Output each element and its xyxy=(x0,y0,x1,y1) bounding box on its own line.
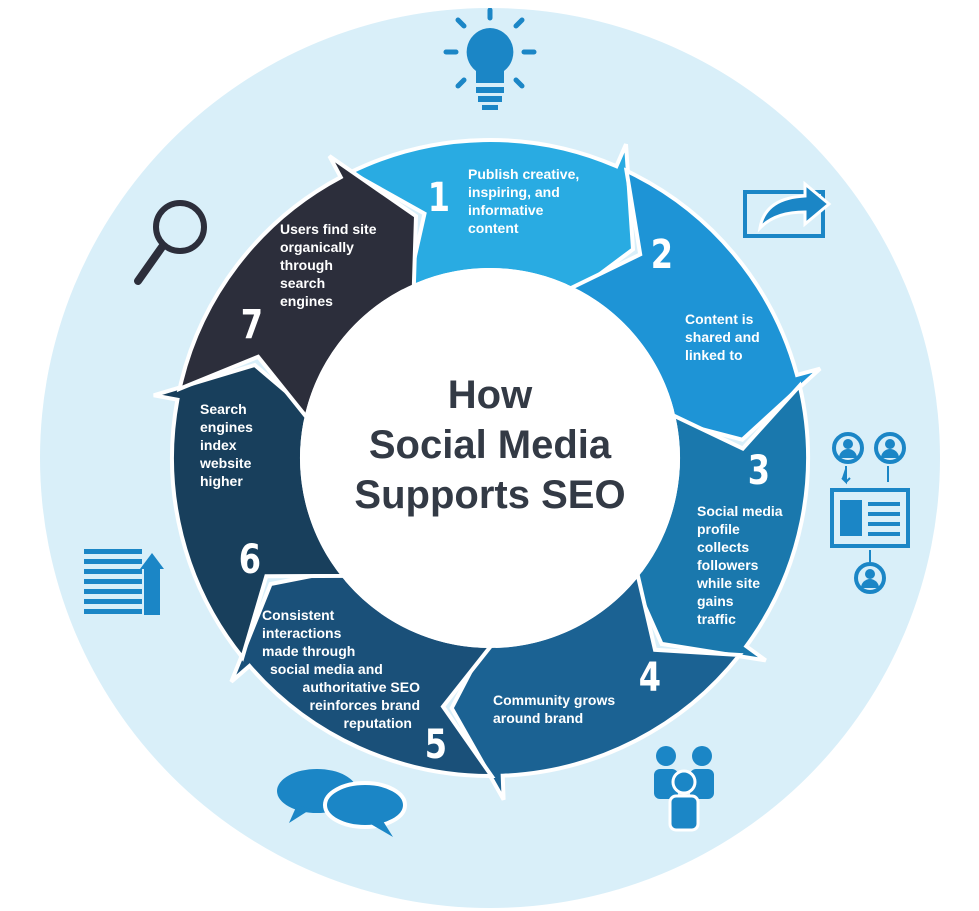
step-4-number: 4 xyxy=(638,655,662,701)
center-circle xyxy=(300,268,680,648)
ranking-list-icon xyxy=(84,549,164,615)
step-5-number: 5 xyxy=(424,722,448,768)
community-icon xyxy=(654,746,714,832)
share-icon xyxy=(743,180,832,238)
magnifier-icon xyxy=(134,200,207,285)
diagram-title: How Social Media Supports SEO xyxy=(300,370,680,520)
title-line: Supports SEO xyxy=(354,473,626,517)
step-1-number: 1 xyxy=(427,175,451,221)
social-profile-icon xyxy=(830,432,910,594)
lightbulb-icon xyxy=(443,8,537,110)
step-2-number: 2 xyxy=(650,232,674,278)
step-3-number: 3 xyxy=(747,448,771,494)
title-line: Social Media xyxy=(368,423,612,467)
title-line: How xyxy=(447,373,533,417)
step-7-number: 7 xyxy=(240,302,264,348)
step-6-number: 6 xyxy=(238,537,262,583)
chat-bubbles-icon xyxy=(277,769,407,837)
